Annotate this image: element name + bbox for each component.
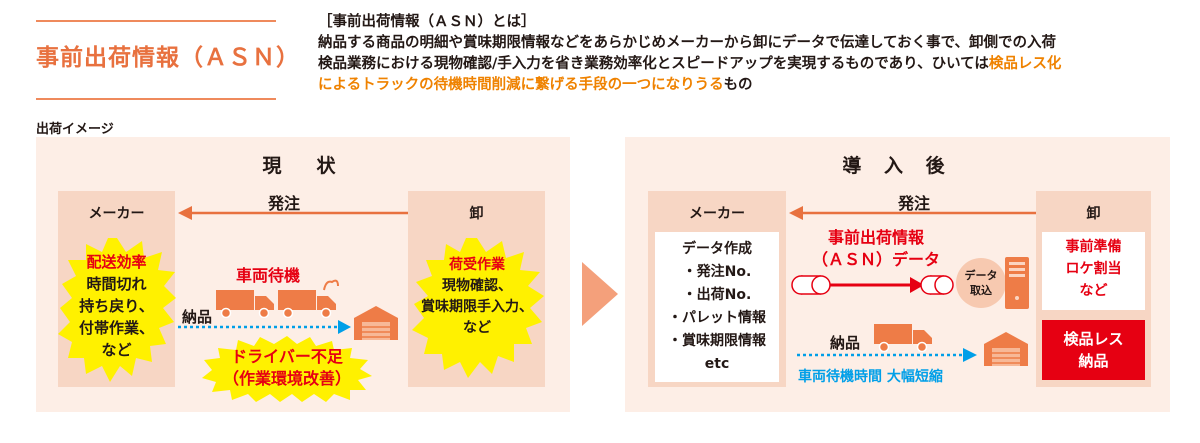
desc-heading: ［事前出荷情報（ＡＳＮ）とは］ [318, 14, 536, 30]
inspection-line-2: 納品 [1078, 352, 1109, 370]
after-delivery-label: 納品 [830, 334, 861, 352]
warehouse-icon [984, 332, 1028, 366]
maker-burst-text: 配送効率 時間切れ 持ち戻り、 付帯作業、 など [58, 251, 175, 361]
server-icon [1005, 257, 1029, 309]
section-label: 出荷イメージ [36, 122, 114, 137]
data-import-line-2: 取込 [970, 284, 992, 297]
data-item-3: ・出荷No. [682, 287, 752, 303]
inspection-less-box: 検品レス 納品 [1042, 320, 1145, 380]
maker-burst-line-2: 持ち戻り、 [79, 297, 154, 315]
current-order-label: 発注 [268, 194, 301, 213]
maker-burst-line-3: 付帯作業、 [78, 319, 154, 337]
data-item-6: etc [704, 356, 730, 372]
wholesaler-burst-text: 荷受作業 現物確認、 賞味期限手入力、 など [410, 255, 544, 339]
desc-line-1: 納品する商品の明細や賞味期限情報などをあらかじめメーカーから卸にデータで伝達して… [318, 35, 1057, 51]
current-order-arrow [178, 206, 408, 220]
current-wholesaler-label: 卸 [469, 206, 484, 222]
after-order-label: 発注 [898, 194, 931, 213]
desc-line-2-text: 検品業務における現物確認/手入力を省き業務効率化とスピードアップを実現するもので… [318, 56, 989, 72]
wholesaler-burst-shape [412, 238, 544, 378]
truck-icon [216, 290, 274, 318]
preparation-box: 事前準備 ロケ割当 など [1042, 232, 1145, 310]
wholesaler-burst-line-1: 現物確認、 [442, 278, 512, 294]
transition-arrow [582, 262, 618, 326]
truck-icon [278, 290, 336, 318]
desc-line-3-text: もの [723, 77, 753, 93]
maker-burst-line-4: など [101, 341, 132, 359]
maker-burst-red-label: 配送効率 [86, 253, 147, 271]
wh-item-3: など [1079, 283, 1108, 299]
data-item-1: データ作成 [682, 241, 752, 257]
page-title: 事前出荷情報（ＡＳＮ） [36, 45, 300, 71]
wholesaler-burst-red-label: 荷受作業 [449, 257, 505, 273]
after-delivery-arrow [797, 348, 977, 362]
driver-burst-line-2: （作業環境改善） [222, 369, 351, 388]
asn-line-1: 事前出荷情報 [827, 228, 924, 247]
desc-highlight-1: 検品レス化 [988, 56, 1062, 72]
data-creation-box: データ作成 ・発注No. ・出荷No. ・パレット情報 ・賞味期限情報 etc [655, 232, 779, 382]
title-bottom-rule [36, 98, 276, 100]
maker-burst-shape [58, 238, 176, 382]
after-wholesaler-label: 卸 [1086, 206, 1101, 222]
current-maker-label: メーカー [88, 206, 145, 222]
data-item-5: ・賞味期限情報 [668, 333, 766, 349]
warehouse-icon [354, 306, 398, 340]
wholesaler-burst-line-2: 賞味期限手入力、 [421, 299, 533, 315]
data-item-2: ・発注No. [682, 264, 752, 280]
exhaust-icon [323, 279, 339, 291]
driver-burst-text: ドライバー不足 （作業環境改善） [202, 346, 372, 390]
truck-icon [874, 324, 932, 352]
maker-burst-line-1: 時間切れ [86, 275, 147, 293]
desc-line-3: によるトラックの待機時間削減に繋げる手段の一つになりうるもの [318, 75, 1188, 96]
wholesaler-burst-line-3: など [463, 320, 491, 336]
vehicle-waiting-label: 車両待機 [236, 266, 301, 285]
wh-item-1: 事前準備 [1065, 239, 1122, 255]
description: ［事前出荷情報（ＡＳＮ）とは］ 納品する商品の明細や賞味期限情報などをあらかじめ… [318, 12, 1188, 96]
current-panel-title: 現 状 [262, 155, 344, 177]
data-import-badge: データ 取込 [956, 258, 1006, 308]
current-delivery-arrow [178, 320, 351, 334]
asn-data-arrow [791, 275, 954, 295]
driver-burst-line-1: ドライバー不足 [231, 347, 343, 366]
desc-highlight-2: によるトラックの待機時間削減に繋げる手段の一つになりうる [318, 77, 724, 93]
data-import-line-1: データ [964, 269, 998, 282]
after-order-arrow [789, 206, 1036, 220]
asn-data-label: 事前出荷情報 （ＡＳＮ）データ [810, 227, 942, 271]
wh-item-2: ロケ割当 [1065, 261, 1122, 277]
current-delivery-label: 納品 [182, 308, 213, 326]
driver-burst-shape [202, 336, 372, 402]
inspection-line-1: 検品レス [1063, 330, 1124, 348]
desc-line-2: 検品業務における現物確認/手入力を省き業務効率化とスピードアップを実現するもので… [318, 54, 1188, 75]
after-maker-label: メーカー [689, 206, 745, 222]
wait-time-reduced-label: 車両待機時間 大幅短縮 [798, 369, 943, 385]
data-item-4: ・パレット情報 [668, 310, 766, 326]
after-panel-title: 導 入 後 [842, 155, 953, 177]
asn-line-2: （ＡＳＮ）データ [811, 250, 940, 269]
title-top-rule [36, 20, 276, 22]
